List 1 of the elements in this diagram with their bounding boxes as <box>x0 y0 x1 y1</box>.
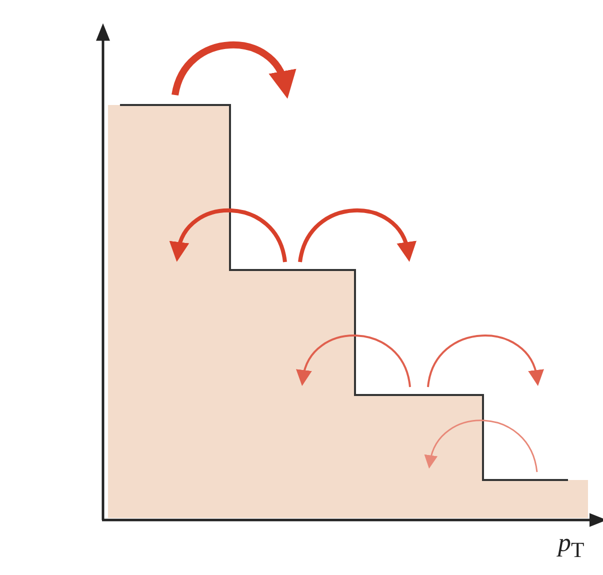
axis-label: p$_{T}$ <box>558 528 584 564</box>
